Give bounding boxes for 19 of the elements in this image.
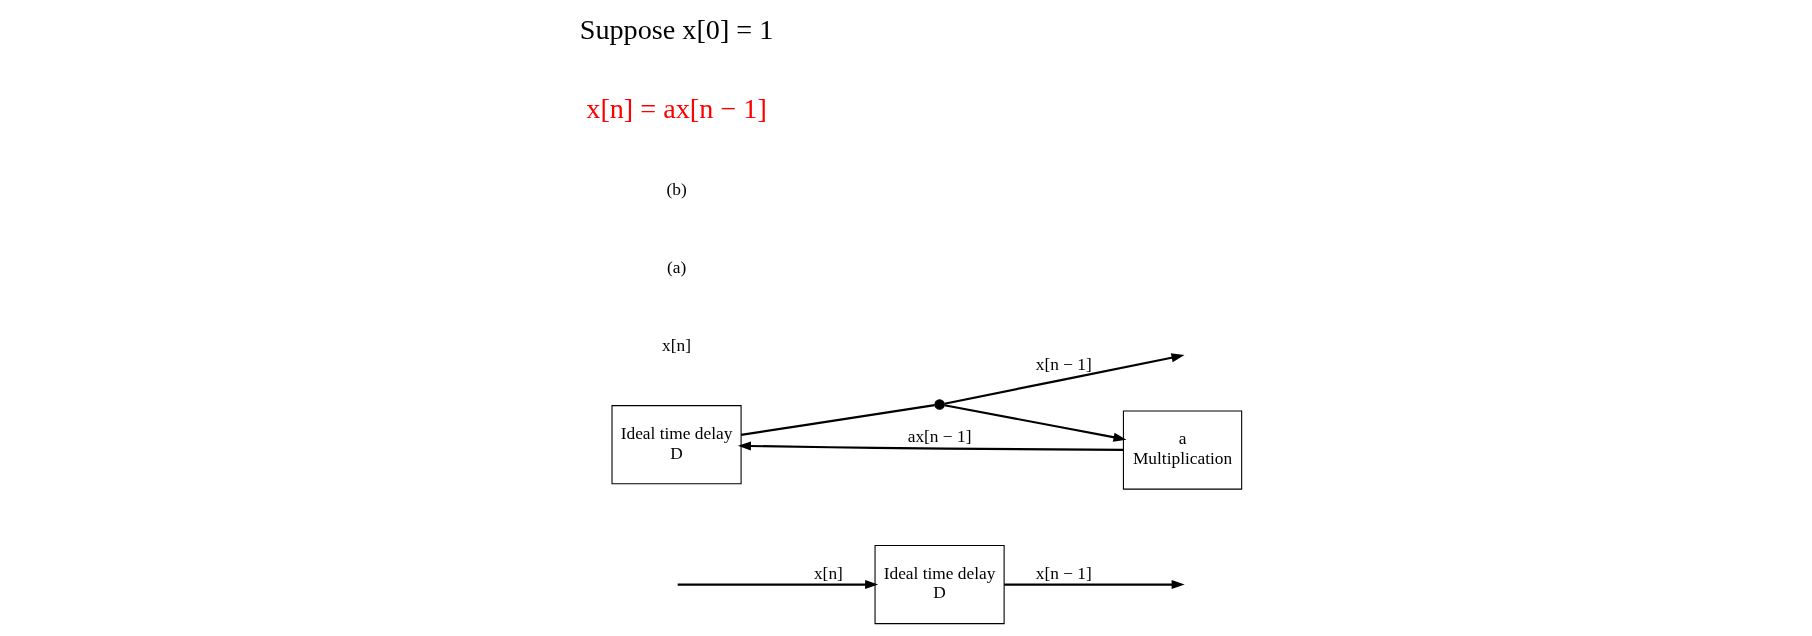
arrow [1003, 580, 1185, 590]
arrow [943, 404, 1126, 442]
arrow [737, 441, 1123, 451]
label: x[n] = ax[n − 1] [585, 93, 767, 125]
node-box: Ideal time delay D [874, 544, 1005, 625]
node-circle [933, 399, 945, 410]
label: (b) [665, 179, 687, 199]
connector [740, 404, 935, 436]
edge-label: x[n − 1] [1035, 563, 1092, 583]
label: x[n] [661, 336, 691, 356]
label: (a) [666, 258, 686, 278]
node-box: Ideal time delay D [610, 405, 742, 485]
arrow [943, 353, 1185, 405]
edge-label: ax[n − 1] [907, 427, 971, 447]
edge-label: x[n − 1] [1035, 354, 1092, 374]
edge-label: x[n] [813, 563, 843, 583]
label: Suppose x[0] = 1 [579, 14, 773, 46]
arrow [677, 580, 878, 590]
node-box: a Multiplication [1122, 410, 1242, 490]
